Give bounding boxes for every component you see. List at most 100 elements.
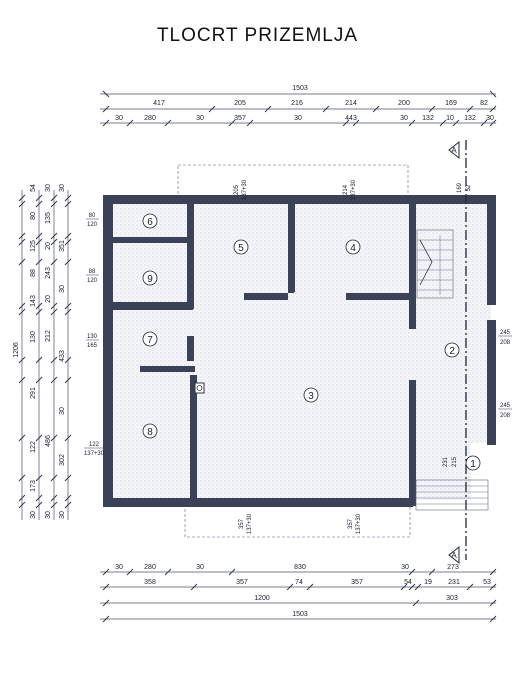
dimension-tick xyxy=(18,308,26,316)
dimension-tick xyxy=(18,494,26,502)
dimension-tick xyxy=(35,308,43,316)
opening-entry-a: 231 xyxy=(443,456,449,467)
dim-left3-20a: 20 xyxy=(45,242,52,250)
dimension-tick xyxy=(372,105,380,113)
dim-left3-30: 30 xyxy=(45,184,52,192)
dimension-tick xyxy=(18,376,26,384)
section-marker-bottom: A xyxy=(451,551,457,560)
dimension-tick xyxy=(428,105,436,113)
dimension-tick xyxy=(18,194,26,202)
dim-top-216: 216 xyxy=(291,100,303,107)
opening-bottom-right-b: 137+30 xyxy=(356,513,362,534)
dim-bot1-280: 280 xyxy=(144,564,156,571)
dimension-tick xyxy=(408,568,416,576)
dim-bot2-358: 358 xyxy=(144,579,156,586)
dimension-tick xyxy=(18,434,26,442)
opening-right-upper-a: 245 xyxy=(500,330,511,336)
dim-bot2-19: 19 xyxy=(424,579,432,586)
dimension-tick xyxy=(64,356,72,364)
dim-top2-10: 10 xyxy=(446,115,454,122)
dimension-tick xyxy=(50,474,58,482)
dimension-tick xyxy=(50,258,58,266)
dim-bot4-1503: 1503 xyxy=(292,611,308,618)
dimension-tick xyxy=(489,583,497,591)
room-3: 3 xyxy=(308,391,314,402)
dimension-tick xyxy=(50,238,58,246)
dim-bot3-303: 303 xyxy=(446,595,458,602)
dim-bot3-1200: 1200 xyxy=(254,595,270,602)
dimension-tick xyxy=(400,583,408,591)
entry-steps xyxy=(415,479,489,511)
opening-bottom-left-a: 357 xyxy=(239,518,245,529)
section-line: A A xyxy=(448,140,467,565)
dimension-tick xyxy=(35,376,43,384)
dim-top2-30e: 30 xyxy=(486,115,494,122)
opening-r5-b: 137+30 xyxy=(242,179,248,200)
bottom-dimensions: 30 280 30 830 30 273 358 357 74 357 54 1… xyxy=(100,564,497,623)
dimension-tick xyxy=(35,200,43,208)
room-9: 9 xyxy=(147,274,153,285)
dimension-tick xyxy=(18,356,26,364)
opening-r9-b: 120 xyxy=(87,278,98,284)
dimension-tick xyxy=(35,434,43,442)
dim-bot1-30a: 30 xyxy=(115,564,123,571)
dim-left3-135: 135 xyxy=(45,212,52,224)
dim-left4-30c: 30 xyxy=(59,511,66,519)
opening-r8-b: 137+30 xyxy=(84,451,105,457)
dimension-tick xyxy=(50,194,58,202)
dim-left-173: 173 xyxy=(30,480,37,492)
dimension-tick xyxy=(35,501,43,509)
dim-left3-30b: 30 xyxy=(45,511,52,519)
drawing-title: TLOCRT PRIZEMLJA xyxy=(156,25,359,46)
opening-stair-a: 169 xyxy=(457,182,463,193)
dim-left-130: 130 xyxy=(30,331,37,343)
dimension-tick xyxy=(64,501,72,509)
dimension-tick xyxy=(35,302,43,310)
dimension-tick xyxy=(18,302,26,310)
dim-top-417: 417 xyxy=(153,100,165,107)
dim-bot2-53: 53 xyxy=(483,579,491,586)
dimension-tick xyxy=(428,568,436,576)
room-5: 5 xyxy=(238,243,244,254)
staircase xyxy=(416,229,454,299)
dimension-tick xyxy=(50,232,58,240)
top-dimensions: 1503 417 205 216 214 200 169 82 30 280 3… xyxy=(100,85,497,127)
dimension-tick xyxy=(50,501,58,509)
dimension-tick xyxy=(18,501,26,509)
dim-bot2-357b: 357 xyxy=(351,579,363,586)
dim-left3-243: 243 xyxy=(45,267,52,279)
dimension-tick xyxy=(50,434,58,442)
dimension-tick xyxy=(102,105,110,113)
dimension-tick xyxy=(18,474,26,482)
dimension-tick xyxy=(64,494,72,502)
dimension-tick xyxy=(64,376,72,384)
dimension-tick xyxy=(489,599,497,607)
dimension-tick xyxy=(64,200,72,208)
dim-top2-443: 443 xyxy=(345,115,357,122)
dim-top-200: 200 xyxy=(398,100,410,107)
dimension-tick xyxy=(102,615,110,623)
dimension-tick xyxy=(489,615,497,623)
dimension-tick xyxy=(50,200,58,208)
room-8: 8 xyxy=(147,427,153,438)
dimension-tick xyxy=(35,194,43,202)
dimension-tick xyxy=(50,376,58,384)
opening-r4-a: 214 xyxy=(343,184,349,195)
dimension-tick xyxy=(414,583,422,591)
dimension-tick xyxy=(164,568,172,576)
dimension-tick xyxy=(18,238,26,246)
opening-r6-a: 80 xyxy=(89,213,96,219)
opening-bottom-left-b: 137+30 xyxy=(247,513,253,534)
dim-top2-30b: 30 xyxy=(196,115,204,122)
dim-left-125: 125 xyxy=(30,240,37,252)
dimension-tick xyxy=(466,105,474,113)
dim-left-143: 143 xyxy=(30,295,37,307)
dimension-tick xyxy=(306,583,314,591)
dim-left4-30top: 30 xyxy=(59,184,66,192)
dim-left3-212: 212 xyxy=(45,330,52,342)
dim-left4-433: 433 xyxy=(59,350,66,362)
dimension-tick xyxy=(64,434,72,442)
dim-bot2-357a: 357 xyxy=(236,579,248,586)
dimension-tick xyxy=(50,494,58,502)
